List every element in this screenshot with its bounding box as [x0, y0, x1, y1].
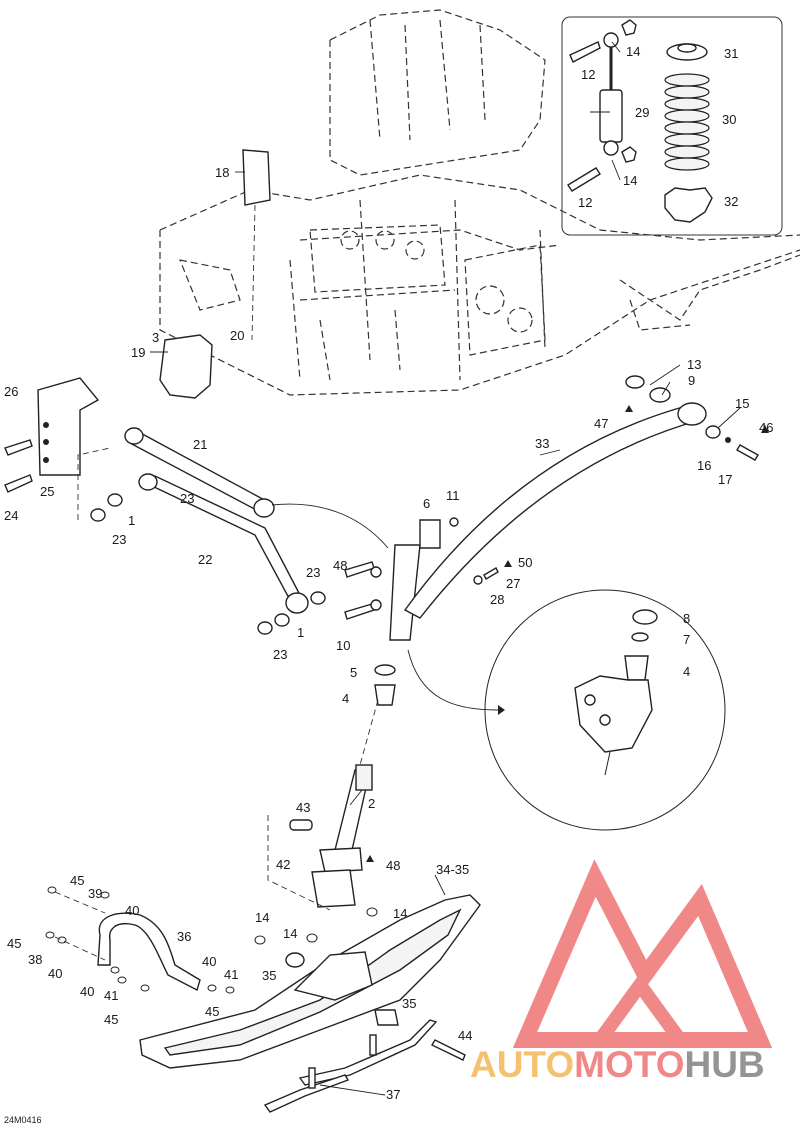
callout-13: 13 — [687, 357, 701, 372]
callout-21: 21 — [193, 437, 207, 452]
callout-50: 50 — [518, 555, 532, 570]
callout-25: 25 — [40, 484, 54, 499]
stabilizer-bar-33 — [366, 375, 769, 862]
watermark-hub: HUB — [684, 1044, 764, 1085]
bracket-3 — [159, 334, 213, 399]
shock-inset — [561, 16, 783, 236]
callout-14: 14 — [626, 44, 640, 59]
callout-labels: 1 1 2 3 4 4 5 6 7 8 9 10 11 12 12 13 14 … — [4, 44, 773, 1102]
bracket-18 — [242, 149, 271, 206]
callout-45: 45 — [70, 873, 84, 888]
callout-4: 4 — [683, 664, 690, 679]
callout-38: 38 — [28, 952, 42, 967]
callout-11: 11 — [446, 488, 460, 503]
callout-45: 45 — [104, 1012, 118, 1027]
callout-1: 1 — [297, 625, 304, 640]
callout-41: 41 — [224, 967, 238, 982]
watermark-text: AUTOMOTOHUB — [470, 1044, 765, 1085]
callout-14: 14 — [283, 926, 297, 941]
callout-32: 32 — [724, 194, 738, 209]
callout-28: 28 — [490, 592, 504, 607]
trailing-arm-21 — [124, 427, 275, 518]
callout-23: 23 — [180, 491, 194, 506]
callout-17: 17 — [718, 472, 732, 487]
callout-2: 2 — [368, 796, 375, 811]
callout-27: 27 — [506, 576, 520, 591]
callout-7: 7 — [683, 632, 690, 647]
callout-34-35: 34-35 — [436, 862, 469, 877]
bracket-26 — [37, 377, 100, 476]
diagram-code: 24M0416 — [4, 1115, 42, 1125]
callout-5: 5 — [350, 665, 357, 680]
callout-12: 12 — [581, 67, 595, 82]
callout-22: 22 — [198, 552, 212, 567]
callout-39: 39 — [88, 886, 102, 901]
callout-leaders — [150, 41, 741, 1096]
callout-23: 23 — [273, 647, 287, 662]
callout-10: 10 — [336, 638, 350, 653]
watermark-logo: AUTOMOTOHUB — [470, 859, 773, 1085]
callout-3: 3 — [152, 330, 159, 345]
trailing-arm-22 — [138, 473, 309, 614]
callout-30: 30 — [722, 112, 736, 127]
callout-23: 23 — [306, 565, 320, 580]
callout-26: 26 — [4, 384, 18, 399]
callout-40: 40 — [48, 966, 62, 981]
callout-24: 24 — [4, 508, 18, 523]
callout-14: 14 — [255, 910, 269, 925]
callout-14: 14 — [623, 173, 637, 188]
callout-19: 19 — [131, 345, 145, 360]
callout-41: 41 — [104, 988, 118, 1003]
callout-14: 14 — [393, 906, 407, 921]
callout-48: 48 — [333, 558, 347, 573]
callout-44: 44 — [458, 1028, 472, 1043]
detail-circle — [407, 589, 726, 831]
callout-35: 35 — [402, 996, 416, 1011]
watermark-auto: AUTO — [470, 1044, 574, 1085]
ski-handle-36 — [45, 886, 378, 994]
callout-40: 40 — [80, 984, 94, 999]
callout-4: 4 — [342, 691, 349, 706]
callout-47: 47 — [594, 416, 608, 431]
callout-31: 31 — [724, 46, 738, 61]
callout-45: 45 — [205, 1004, 219, 1019]
callout-16: 16 — [697, 458, 711, 473]
callout-18: 18 — [215, 165, 229, 180]
callout-15: 15 — [735, 396, 749, 411]
callout-42: 42 — [276, 857, 290, 872]
spindle-housing — [344, 517, 459, 706]
callout-33: 33 — [535, 436, 549, 451]
callout-40: 40 — [202, 954, 216, 969]
callout-6: 6 — [423, 496, 430, 511]
callout-46: 46 — [759, 420, 773, 435]
callout-12: 12 — [578, 195, 592, 210]
callout-40: 40 — [125, 903, 139, 918]
callout-36: 36 — [177, 929, 191, 944]
callout-29: 29 — [635, 105, 649, 120]
callout-43: 43 — [296, 800, 310, 815]
ski-leg-2 — [267, 699, 379, 911]
callout-37: 37 — [386, 1087, 400, 1102]
callout-48: 48 — [386, 858, 400, 873]
chassis-frame — [159, 9, 800, 396]
callout-1: 1 — [128, 513, 135, 528]
callout-9: 9 — [688, 373, 695, 388]
ski-34-35 — [139, 894, 481, 1113]
callout-20: 20 — [230, 328, 244, 343]
callout-35: 35 — [262, 968, 276, 983]
callout-8: 8 — [683, 611, 690, 626]
callout-45: 45 — [7, 936, 21, 951]
watermark-moto: MOTO — [574, 1044, 684, 1085]
callout-23: 23 — [112, 532, 126, 547]
